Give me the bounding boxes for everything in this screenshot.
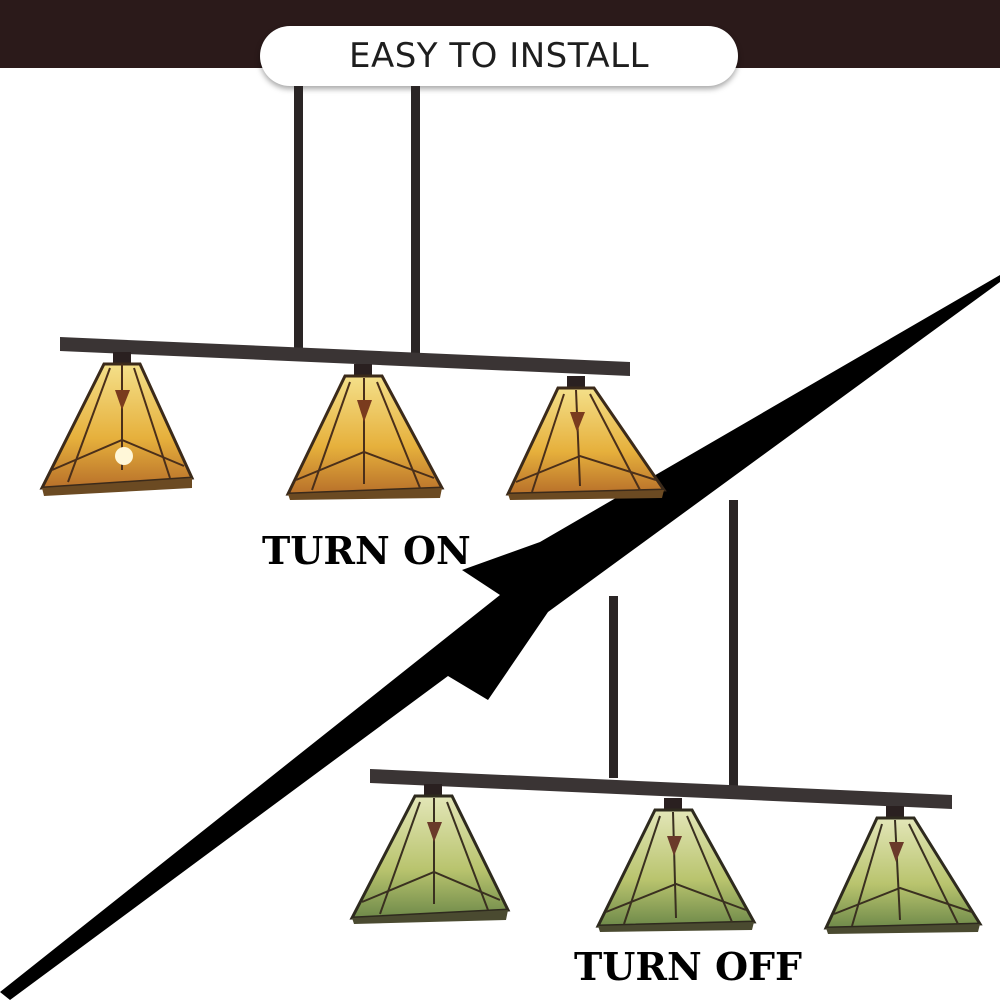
shade-off-3 xyxy=(823,806,983,934)
fixture-on-rod-left xyxy=(294,86,303,348)
shade-on-1 xyxy=(39,352,195,496)
fixture-on-rod-right xyxy=(411,86,420,354)
turn-on-label: TURN ON xyxy=(262,528,471,573)
fixture-on xyxy=(39,86,667,500)
page-title: EASY TO INSTALL xyxy=(348,36,650,76)
fixture-off-rod-right xyxy=(729,500,738,786)
turn-off-label: TURN OFF xyxy=(574,944,803,989)
shade-on-2 xyxy=(285,364,445,500)
shade-on-3 xyxy=(505,376,667,500)
shade-off-1 xyxy=(349,784,511,924)
fixture-off-rod-left xyxy=(609,596,618,778)
fixture-on-bar xyxy=(60,337,630,376)
shade-off-2 xyxy=(595,798,757,932)
title-pill: EASY TO INSTALL xyxy=(260,26,738,86)
fixture-off xyxy=(349,500,983,934)
diagonal-divider xyxy=(0,275,1000,1000)
fixture-off-bar xyxy=(370,769,952,809)
